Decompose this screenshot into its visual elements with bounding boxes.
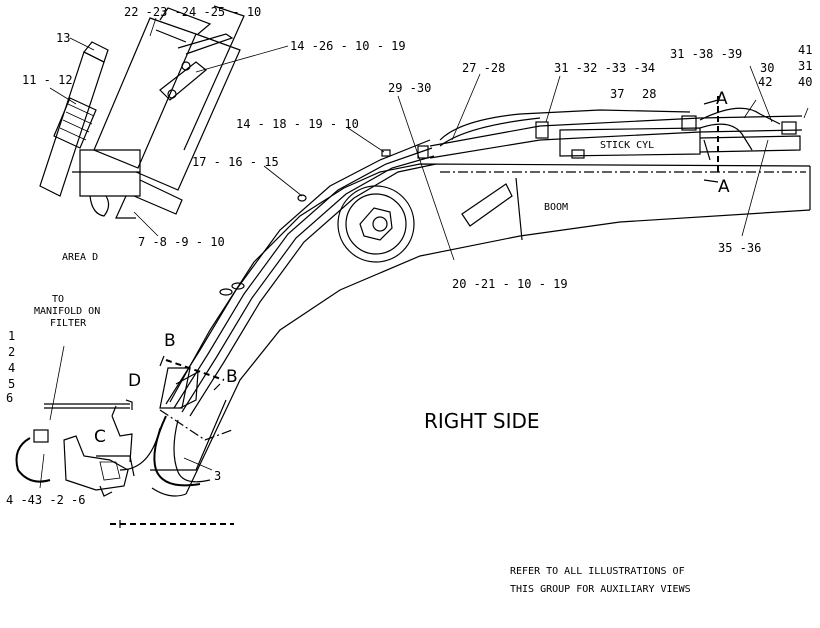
callout-1: 1 [8, 329, 15, 343]
view-marker-c: C [94, 427, 106, 447]
callout-4-43: 4 -43 -2 -6 [6, 493, 85, 507]
component-labels: AREA D BOOM STICK CYL TO MANIFOLD ON FIL… [34, 140, 654, 329]
callout-17-15: 17 - 16 - 15 [192, 155, 279, 169]
callout-11-12: 11 - 12 [22, 73, 73, 87]
boom-label: BOOM [544, 202, 568, 213]
note-line1: REFER TO ALL ILLUSTRATIONS OF [510, 566, 685, 577]
view-marker-d: D [128, 371, 141, 391]
callout-labels: 22 -23 -24 -25 - 10 13 14 -26 - 10 - 19 … [6, 5, 812, 507]
manifold-area [15, 399, 234, 528]
area-label: AREA D [62, 252, 98, 263]
callout-35-36: 35 -36 [718, 241, 761, 255]
callout-4: 4 [8, 361, 15, 375]
callout-6: 6 [6, 391, 13, 405]
callout-14-26: 14 -26 - 10 - 19 [290, 39, 406, 53]
callout-14-18: 14 - 18 - 19 - 10 [236, 117, 359, 131]
callout-31: 31 [798, 59, 812, 73]
to-manifold-line1: TO [52, 294, 64, 305]
callout-27-28: 27 -28 [462, 61, 505, 75]
callout-5: 5 [8, 377, 15, 391]
callout-13: 13 [56, 31, 70, 45]
callout-7-9: 7 -8 -9 - 10 [138, 235, 225, 249]
to-manifold-line2: MANIFOLD ON [34, 306, 100, 317]
callout-41: 41 [798, 43, 812, 57]
stick-cylinder [429, 115, 803, 159]
view-marker-a-top: A [716, 89, 728, 109]
callout-31-34: 31 -32 -33 -34 [554, 61, 655, 75]
callout-40: 40 [798, 75, 812, 89]
view-marker-a-bottom: A [718, 177, 730, 197]
view-marker-b-left: B [164, 331, 176, 351]
leader-lines [39, 17, 809, 489]
area-d-detail [39, 5, 245, 219]
callout-37: 37 [610, 87, 624, 101]
callout-22-25: 22 -23 -24 -25 - 10 [124, 5, 261, 19]
view-title: RIGHT SIDE [424, 409, 540, 433]
boom [150, 163, 811, 497]
callout-3: 3 [214, 469, 221, 483]
callout-20-21: 20 -21 - 10 - 19 [452, 277, 568, 291]
callout-31-39: 31 -38 -39 [670, 47, 742, 61]
section-b-b-line [159, 355, 225, 391]
view-markers: A A B B C D [94, 89, 730, 447]
section-a-a-line [703, 96, 719, 183]
callout-42: 42 [758, 75, 772, 89]
stick-cyl-label: STICK CYL [600, 140, 654, 151]
callout-29-30: 29 -30 [388, 81, 431, 95]
to-manifold-line3: FILTER [50, 318, 87, 329]
callout-28: 28 [642, 87, 656, 101]
callout-2: 2 [8, 345, 15, 359]
note-line2: THIS GROUP FOR AUXILIARY VIEWS [510, 584, 691, 595]
callout-30: 30 [760, 61, 774, 75]
view-marker-b-right: B [226, 367, 238, 387]
note-block: REFER TO ALL ILLUSTRATIONS OF THIS GROUP… [510, 566, 691, 595]
